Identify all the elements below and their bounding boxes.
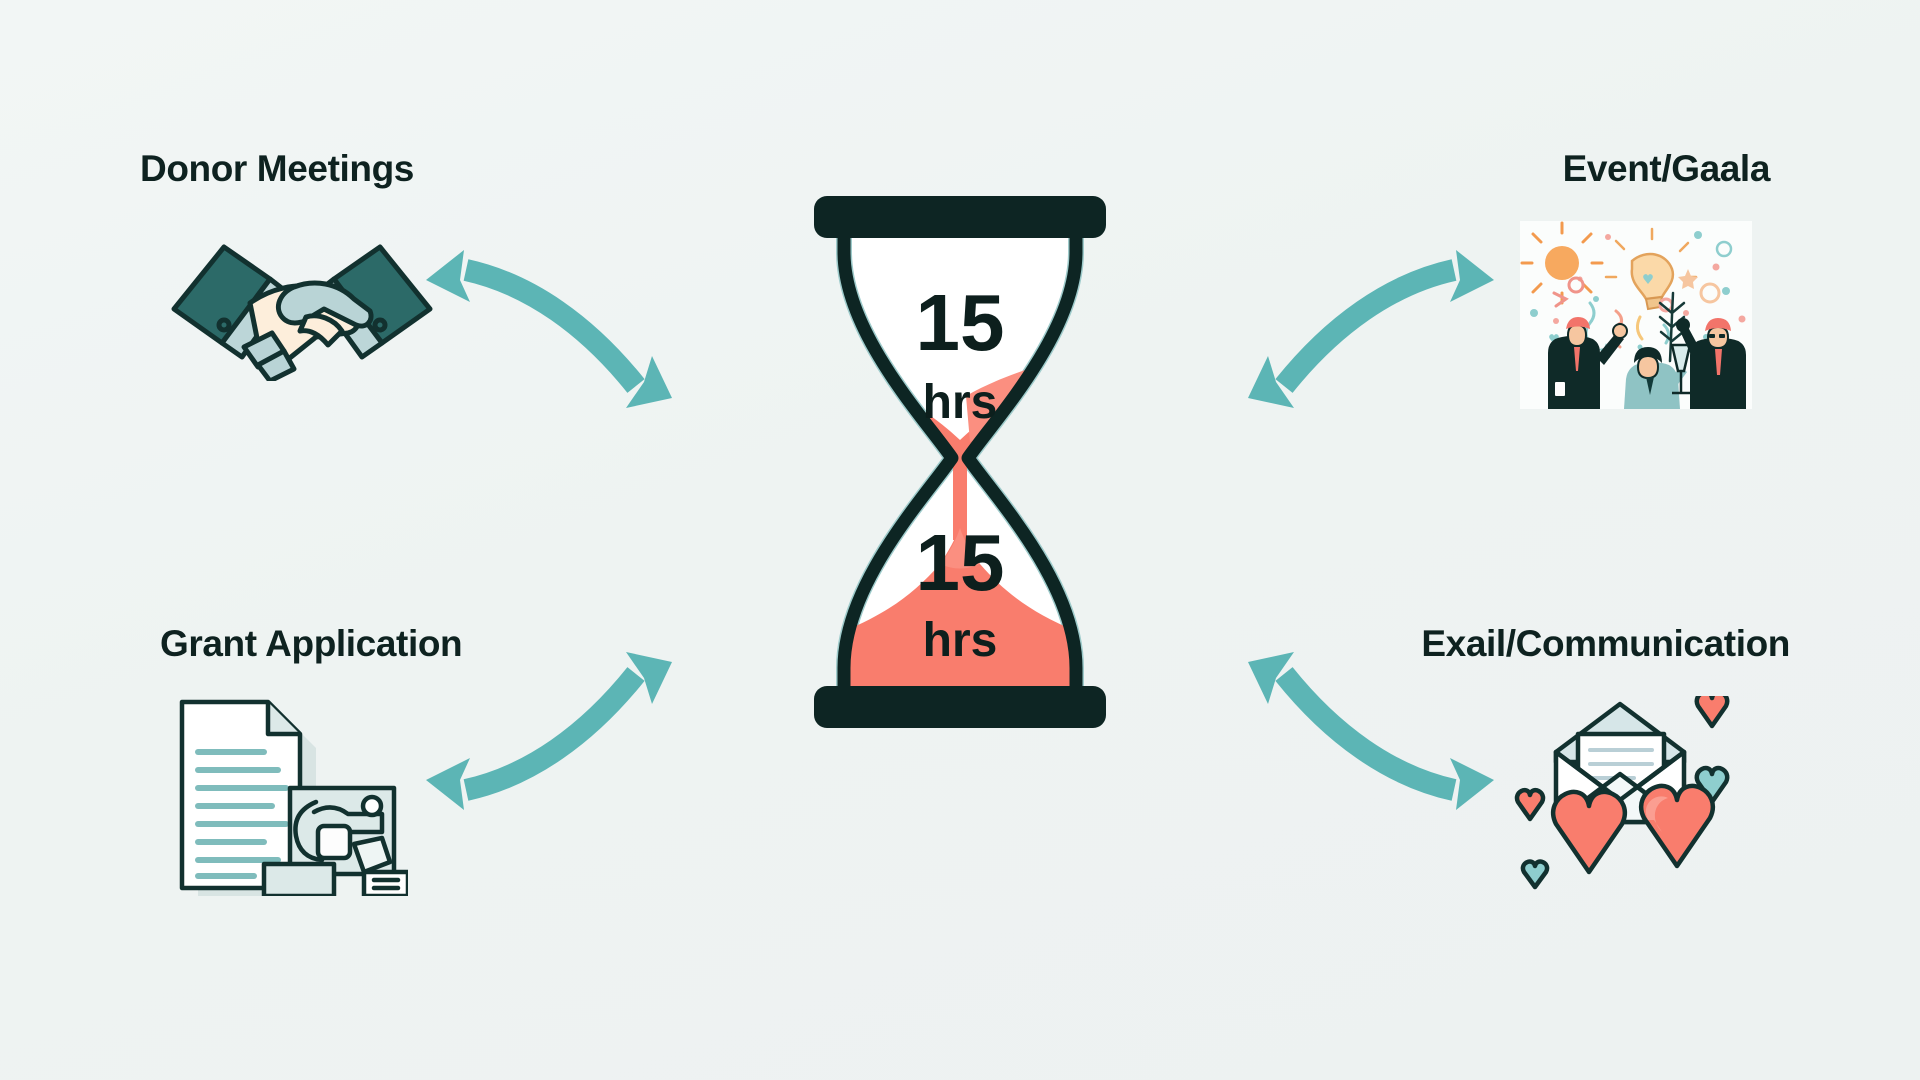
hourglass-top-unit: hrs — [923, 376, 998, 429]
arrow-event-gala — [1248, 250, 1494, 408]
quadrant-email-communication: Exail/Communication — [1421, 625, 1790, 897]
quadrant-donor-meetings: Donor Meetings — [140, 150, 438, 386]
open-envelope-hearts-icon — [1498, 689, 1742, 897]
quadrant-event-gala: Event/Gaala — [1520, 150, 1770, 414]
hourglass-icon: 15 hrs 15 hrs — [790, 190, 1130, 735]
quadrant-label-donor-meetings: Donor Meetings — [140, 148, 414, 189]
hourglass-bottom-value: 15 — [916, 518, 1005, 607]
quadrant-label-event-gala: Event/Gaala — [1562, 148, 1771, 189]
hourglass-bottom-unit: hrs — [923, 614, 998, 667]
quadrant-label-grant-application: Grant Application — [160, 623, 463, 664]
handshake-icon — [166, 221, 438, 386]
quadrant-grant-application: Grant Application — [160, 623, 463, 901]
arrow-donor-meetings — [426, 250, 672, 408]
celebration-people-icon — [1520, 221, 1752, 414]
quadrant-label-email-communication: Exail/Communication — [1421, 623, 1790, 664]
hourglass-top-value: 15 — [916, 278, 1005, 367]
arrow-email-communication — [1248, 652, 1494, 810]
document-form-icon — [168, 696, 411, 901]
arrow-grant-application — [426, 652, 672, 810]
